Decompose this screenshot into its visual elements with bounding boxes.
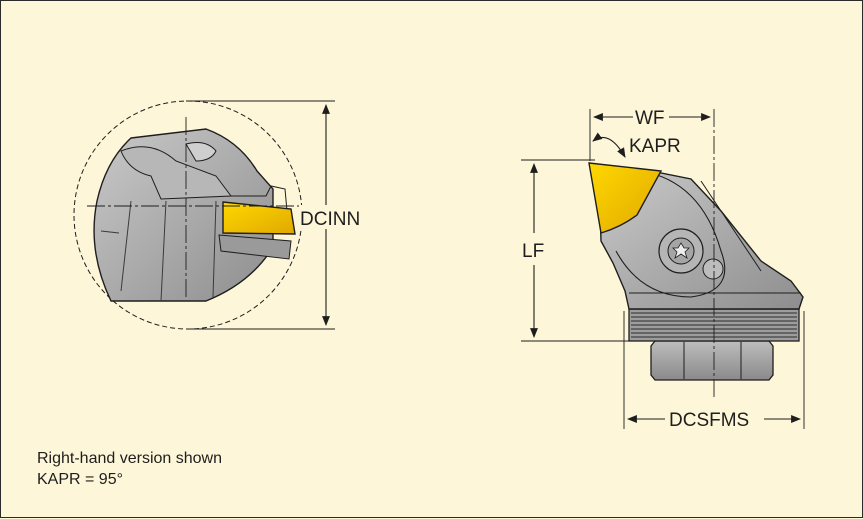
head-edge-line (700, 180, 762, 272)
pocket-lines (231, 185, 288, 212)
dcinn-label: DCINN (300, 209, 360, 230)
kapr-angle-arrow (592, 132, 626, 158)
note-right-hand: Right-hand version shown (37, 450, 222, 467)
insert-seat (218, 234, 292, 260)
body-contour-lines (100, 200, 217, 302)
dcinn-label-bg (299, 205, 359, 229)
insert-yellow-side (588, 162, 663, 234)
side-view: WF KAPR LF DCSFMS (521, 108, 805, 431)
dcsfms-label: DCSFMS (669, 410, 749, 431)
screw-detail (185, 142, 217, 162)
head-body-side (598, 168, 804, 310)
insert-yellow (222, 201, 296, 235)
kapr-label: KAPR (629, 136, 681, 157)
torx-icon (672, 242, 690, 259)
end-view: DCINN (73, 100, 360, 330)
wf-label: WF (635, 108, 665, 129)
note-kapr: KAPR = 95° (37, 471, 123, 488)
lf-label: LF (522, 241, 544, 262)
head-facet-line (615, 170, 726, 298)
shank (650, 340, 774, 381)
pin-circle (702, 258, 724, 280)
